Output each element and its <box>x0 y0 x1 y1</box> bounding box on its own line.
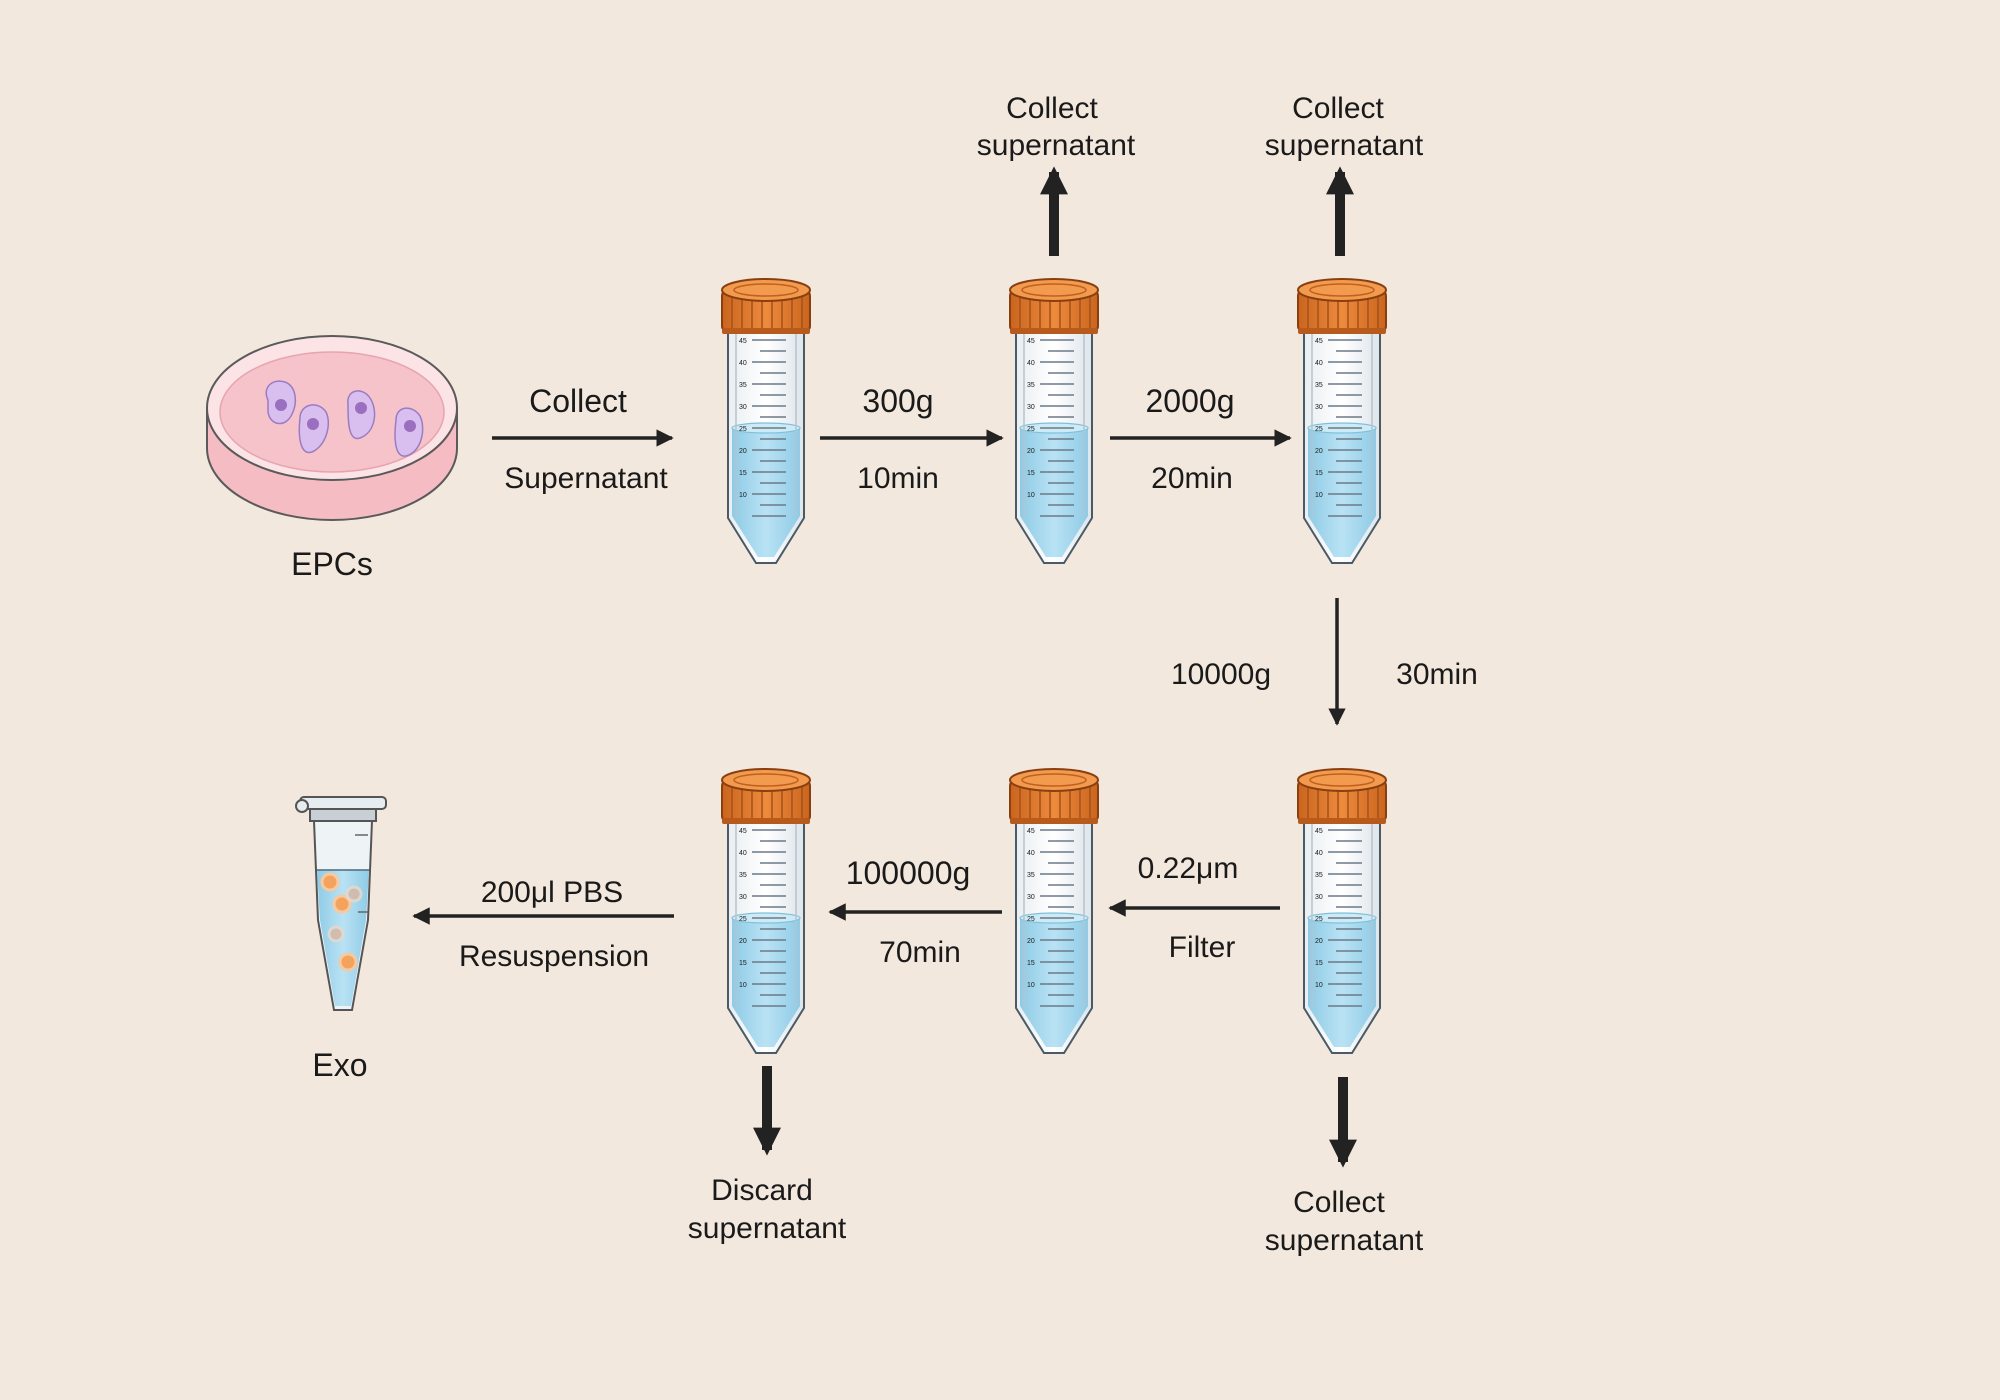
output-label: Collect <box>1292 92 1384 125</box>
step-label: 0.22μm <box>1138 852 1239 885</box>
step-label: Collect <box>529 383 627 419</box>
step-label: 300g <box>862 383 933 419</box>
step-label: 30min <box>1396 658 1478 691</box>
cell-icon <box>394 407 424 457</box>
step-label: Filter <box>1169 931 1236 964</box>
microtube-icon <box>295 796 387 1011</box>
falcon-tube-icon <box>1297 768 1387 1054</box>
step-label: 10000g <box>1171 658 1271 691</box>
step-label: 200μl PBS <box>481 876 623 909</box>
step-label: 2000g <box>1146 383 1235 419</box>
falcon-tube-icon <box>1009 278 1099 564</box>
step-label: 20min <box>1151 462 1233 495</box>
step-label: Resuspension <box>459 940 649 973</box>
exosome-icon <box>320 872 363 972</box>
falcon-tube-icon <box>1009 768 1099 1054</box>
falcon-tube-icon <box>1297 278 1387 564</box>
output-label: Collect <box>1006 92 1098 125</box>
cell-icon <box>298 404 330 454</box>
falcon-tube-icon <box>721 768 811 1054</box>
output-label: Collect <box>1293 1186 1385 1219</box>
cell-icon <box>347 390 376 440</box>
step-label: 10min <box>857 462 939 495</box>
petri-dish-icon <box>206 335 458 521</box>
output-label: supernatant <box>1265 129 1424 162</box>
output-label: supernatant <box>688 1212 847 1245</box>
output-label: Discard <box>711 1174 813 1207</box>
output-label: supernatant <box>1265 1224 1424 1257</box>
step-label: Supernatant <box>504 462 668 495</box>
exo-label: Exo <box>312 1047 367 1083</box>
step-label: 70min <box>879 936 961 969</box>
cell-icon <box>265 380 297 425</box>
step-label: 100000g <box>846 855 971 891</box>
falcon-tube-icon <box>721 278 811 564</box>
output-label: supernatant <box>977 129 1136 162</box>
epcs-label: EPCs <box>291 546 373 582</box>
